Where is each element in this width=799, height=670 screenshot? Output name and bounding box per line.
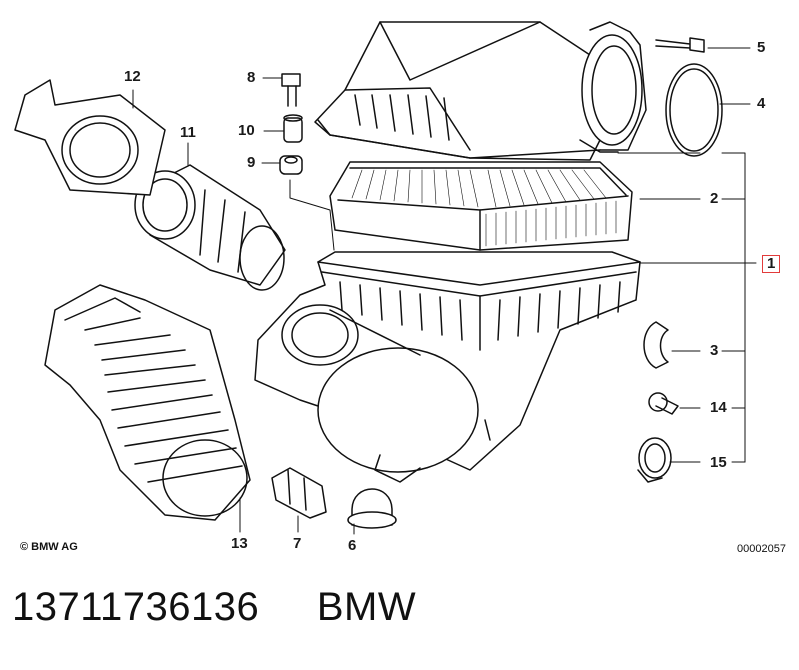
parts-diagram — [14, 21, 757, 535]
gasket-ring — [665, 63, 723, 157]
callout-1: 1 — [762, 255, 781, 273]
copyright-notice: © BMW AG — [20, 541, 78, 553]
callout-5: 5 — [757, 39, 766, 56]
intake-duct-11 — [134, 164, 286, 291]
callout-3: 3 — [710, 342, 719, 359]
hose-clamp-15 — [637, 437, 672, 483]
callout-12: 12 — [124, 68, 141, 85]
bolt-5 — [655, 37, 705, 53]
bolt-8 — [281, 73, 301, 107]
callout-7: 7 — [293, 535, 302, 552]
leader-lines — [132, 47, 757, 535]
callout-6: 6 — [348, 537, 357, 554]
clip-7 — [271, 467, 327, 519]
callout-9: 9 — [247, 154, 256, 171]
airbox-lid — [314, 21, 647, 161]
callout-14: 14 — [710, 399, 727, 416]
filter-element — [329, 161, 633, 251]
bellows-hose-13 — [44, 284, 251, 521]
callout-4: 4 — [757, 95, 766, 112]
brand-name: BMW — [316, 585, 417, 629]
callout-8: 8 — [247, 69, 256, 86]
rivet-14 — [648, 392, 679, 415]
callout-13: 13 — [231, 535, 248, 552]
callout-10: 10 — [238, 122, 255, 139]
footer: 13711736136 BMW — [12, 585, 416, 630]
bushing-10 — [283, 114, 303, 143]
mount-plate-12 — [14, 79, 166, 196]
callout-11: 11 — [180, 124, 196, 141]
diagram-id: 00002057 — [737, 543, 786, 555]
cap-6 — [347, 488, 397, 529]
part-number: 13711736136 — [12, 585, 260, 629]
callout-2: 2 — [710, 190, 719, 207]
clamp-3 — [643, 321, 669, 369]
airbox-lower-housing — [254, 251, 641, 483]
callout-15: 15 — [710, 454, 727, 471]
grommet-9 — [279, 155, 303, 175]
